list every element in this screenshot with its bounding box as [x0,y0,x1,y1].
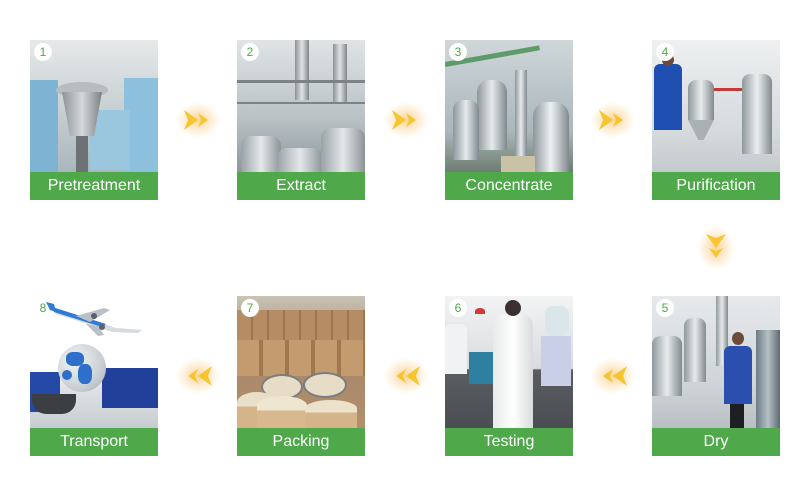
pretreatment-photo [30,40,158,172]
step-dry: 5 Dry [652,296,780,456]
globe-icon [58,344,106,392]
step-number: 4 [656,43,674,61]
step-purification: 4 Purification [652,40,780,200]
arrow-left-icon [591,356,635,396]
testing-photo [445,296,573,428]
arrow-right-icon [176,100,220,140]
step-label: Transport [30,428,158,456]
transport-photo [30,296,158,428]
step-number: 5 [656,299,674,317]
step-pretreatment: 1 Pretreatment [30,40,158,200]
arrow-right-icon [384,100,428,140]
step-transport: 8 Transport [30,296,158,456]
step-number: 2 [241,43,259,61]
concentrate-photo [445,40,573,172]
step-number: 8 [39,301,47,315]
step-label: Dry [652,428,780,456]
step-label: Concentrate [445,172,573,200]
step-number: 7 [241,299,259,317]
arrow-down-icon [696,226,736,270]
step-label: Packing [237,428,365,456]
step-number: 3 [449,43,467,61]
arrow-left-icon [176,356,220,396]
step-number: 1 [34,43,52,61]
extract-photo [237,40,365,172]
step-packing: 7 Packing [237,296,365,456]
step-label: Purification [652,172,780,200]
purification-photo [652,40,780,172]
arrow-left-icon [384,356,428,396]
arrow-right-icon [591,100,635,140]
step-label: Extract [237,172,365,200]
packing-photo [237,296,365,428]
step-label: Testing [445,428,573,456]
step-concentrate: 3 Concentrate [445,40,573,200]
step-extract: 2 Extract [237,40,365,200]
dry-photo [652,296,780,428]
step-testing: 6 Testing [445,296,573,456]
step-label: Pretreatment [30,172,158,200]
airplane-icon [46,302,146,336]
step-number: 6 [449,299,467,317]
